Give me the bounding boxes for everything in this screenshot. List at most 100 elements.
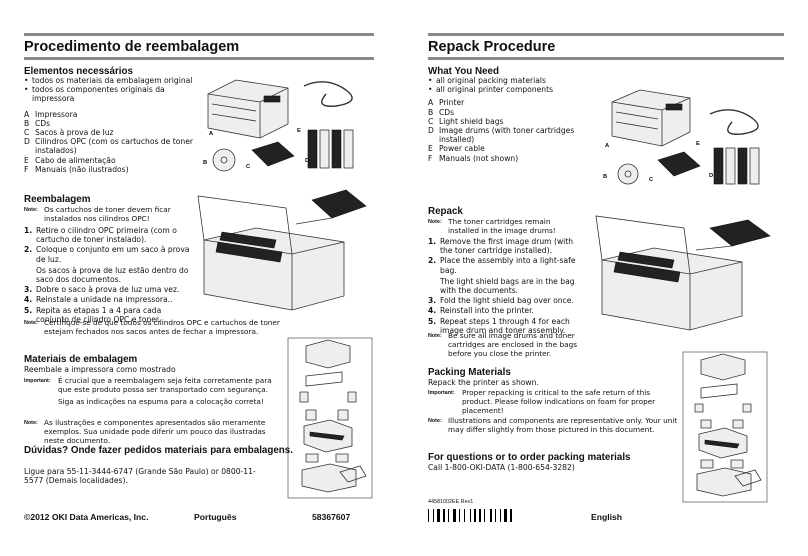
printer-drawing — [611, 89, 691, 147]
barcode-bar — [448, 509, 449, 522]
repack-note: Note:Os cartuchos de toner devem ficar i… — [24, 205, 171, 223]
step-item: 3.Fold the light shield bag over once. — [428, 296, 574, 306]
figure-label-b: B — [203, 160, 208, 166]
barcode-bar — [428, 509, 429, 522]
step-item: 2.Place the assembly into a light-safe b… — [428, 256, 576, 296]
bullet-item: todos os materiais da embalagem original — [24, 76, 196, 85]
figure-label-d: D — [709, 173, 714, 179]
drum-set-drawing — [713, 147, 760, 185]
page-title: Repack Procedure — [428, 33, 784, 60]
figure-label-d: D — [305, 158, 310, 164]
barcode-bar — [459, 509, 460, 522]
barcode-bar — [500, 509, 501, 522]
figure-label-b: B — [603, 174, 608, 180]
repack-note-2: Note:Be sure all image drums and toner c… — [428, 331, 578, 358]
footer-copyright: ©2012 OKI Data Americas, Inc. — [24, 512, 149, 522]
page-title: Procedimento de reembalagem — [24, 33, 374, 60]
step-item: 1.Remove the first image drum (with the … — [428, 237, 574, 256]
barcode-bar — [484, 509, 485, 522]
section-heading-repack: Repack — [428, 206, 463, 217]
barcode-bar — [479, 509, 481, 522]
step-item: 5.Repita as etapas 1 a 4 para cada conju… — [24, 305, 162, 324]
repack-note-2: Note:Certifique-se de que todos os cilin… — [24, 318, 280, 336]
barcode-bar — [433, 509, 434, 522]
section-heading-packing: Packing Materials — [428, 367, 511, 378]
cd-drawing — [617, 163, 639, 185]
open-printer-illustration — [595, 215, 771, 331]
printer-drawing — [207, 79, 289, 139]
figure-label-a: A — [209, 131, 214, 137]
step-item: 4.Reinstale a unidade na impressora.. — [24, 295, 173, 305]
step-item: 4.Reinstall into the printer. — [428, 306, 534, 316]
open-printer-illustration — [197, 189, 367, 311]
repack-steps: 1.Retire o cilindro OPC primeira (com o … — [24, 226, 196, 325]
needed-list: todos os materiais da embalagem original… — [24, 76, 196, 174]
step-item: 2.Coloque o conjunto em um saco à prova … — [24, 245, 190, 285]
repack-steps: 1.Remove the first image drum (with the … — [428, 237, 578, 336]
footer-language: Português — [194, 512, 237, 522]
bullet-item: all original packing materials — [428, 76, 598, 85]
step-item: 3.Dobre o saco à prova de luz uma vez. — [24, 285, 180, 295]
bullet-item: todos os componentes originais da impres… — [24, 85, 196, 103]
section-heading-repack: Reembalagem — [24, 194, 91, 205]
questions-text: Call 1-800-OKI-DATA (1-800-654-3282) — [428, 463, 575, 472]
figure-label-c: C — [246, 164, 251, 170]
components-illustration — [207, 79, 354, 172]
barcode-bar — [443, 509, 445, 522]
figure-label-e: E — [297, 128, 301, 134]
section-heading-packing: Materiais de embalagem — [24, 354, 138, 365]
step-item: 1.Retire o cilindro OPC primeira (com o … — [24, 226, 177, 245]
questions-heading: For questions or to order packing materi… — [428, 452, 631, 463]
section-heading-needed: Elementos necessários — [24, 66, 133, 77]
figure-label-c: C — [649, 177, 654, 183]
needed-list: all original packing materials all origi… — [428, 76, 598, 163]
packing-stack-illustration — [682, 351, 768, 503]
figure-label-e: E — [696, 141, 700, 147]
packing-intro: Repack the printer as shown. — [428, 378, 539, 387]
packing-intro: Reembale a impressora como mostrado — [24, 365, 176, 374]
barcode-bar — [453, 509, 456, 522]
barcode-bar — [474, 509, 476, 522]
questions-text: Ligue para 55-11-3444-6747 (Grande São P… — [24, 467, 256, 486]
packing-note: Note:Illustrations and components are re… — [428, 416, 678, 434]
footer-part-number: 58367607 — [312, 512, 351, 522]
barcode-bar — [495, 509, 496, 522]
repack-note: Note:The toner cartridges remain install… — [428, 217, 556, 235]
components-illustration — [611, 89, 760, 185]
barcode-bar — [510, 509, 512, 522]
barcode-bar — [490, 509, 492, 522]
barcode-bar — [504, 509, 507, 522]
light-bag-drawing — [657, 151, 701, 177]
power-cable-drawing — [709, 109, 759, 135]
light-bag-drawing — [251, 141, 295, 167]
barcode — [428, 509, 518, 522]
footer-doc-id: 44581002EE Rev1 — [428, 499, 474, 505]
section-heading-needed: What You Need — [428, 66, 499, 77]
bullet-item: all original printer components — [428, 85, 598, 94]
packing-important: Important: É crucial que a reembalagem s… — [24, 376, 272, 406]
packing-important: Important:Proper repacking is critical t… — [428, 388, 656, 415]
page-english: Repack Procedure What You Need all origi… — [404, 0, 808, 556]
footer-language: English — [591, 512, 623, 522]
barcode-bar — [470, 509, 471, 522]
power-cable-drawing — [303, 81, 353, 107]
packing-note: Note:As ilustrações e componentes aprese… — [24, 418, 266, 445]
cd-drawing — [212, 148, 236, 172]
barcode-bar — [464, 509, 465, 522]
page-portuguese: Procedimento de reembalagem Elementos ne… — [0, 0, 404, 556]
drum-set-drawing — [307, 129, 354, 169]
figure-label-a: A — [605, 143, 610, 149]
